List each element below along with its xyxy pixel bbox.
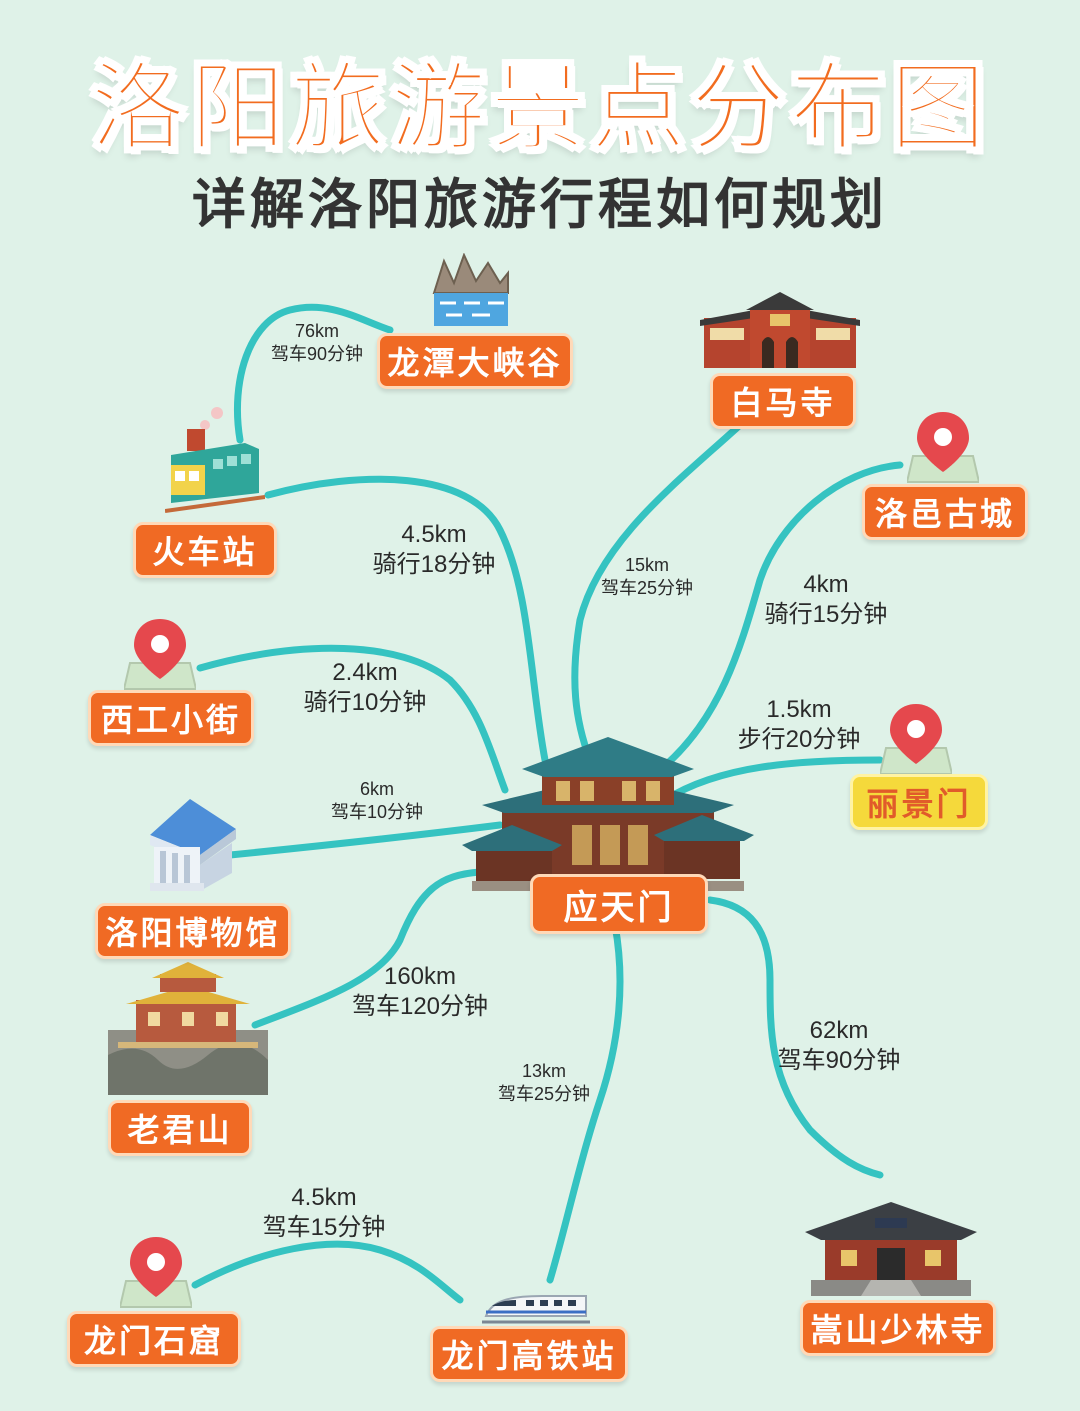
route-line-center-lijing: [661, 756, 884, 804]
place-label-lijing[interactable]: 丽景门: [850, 774, 988, 830]
temple-gate-icon: [700, 292, 860, 368]
canyon-icon: [432, 253, 509, 326]
mountain-pavilion-icon: [108, 962, 268, 1095]
route-line-center-xigong: [196, 644, 509, 794]
museum-icon: [150, 799, 236, 891]
route-line-center-shaolin: [706, 896, 884, 1179]
map-pin-icon: [120, 1237, 192, 1308]
map-pin-icon: [907, 412, 979, 483]
route-line-center-luoyi: [656, 461, 904, 774]
place-label-shaolin[interactable]: 嵩山少林寺: [800, 1300, 996, 1356]
train-icon: [165, 407, 265, 513]
place-label-longmen-station[interactable]: 龙门高铁站: [430, 1326, 628, 1382]
page-title: 洛阳旅游景点分布图: [89, 51, 990, 165]
place-label-luoyi[interactable]: 洛邑古城: [862, 484, 1028, 540]
palace-icon: [462, 737, 754, 891]
route-line-center-longmen-station: [546, 921, 624, 1284]
route-line-center-museum: [226, 821, 504, 859]
map-pin-icon: [124, 619, 196, 690]
place-label-longtan[interactable]: 龙潭大峡谷: [377, 333, 573, 389]
route-line-center-train: [264, 475, 549, 764]
place-label-center[interactable]: 应天门: [530, 874, 708, 934]
shaolin-temple-icon: [805, 1202, 977, 1296]
place-label-xigong[interactable]: 西工小街: [88, 690, 254, 746]
high-speed-train-icon: [482, 1295, 590, 1324]
place-label-train-station[interactable]: 火车站: [133, 522, 277, 578]
place-label-laojun[interactable]: 老君山: [108, 1100, 252, 1156]
route-line-center-baima: [571, 421, 744, 764]
route-line-center-laojun: [251, 868, 484, 1029]
map-pin-icon: [880, 704, 952, 775]
route-line-train-longtan: [233, 303, 394, 444]
route-line-longmen-grotto-station: [191, 1240, 464, 1304]
page-subtitle: 详解洛阳旅游行程如何规划: [192, 173, 888, 236]
place-label-baima[interactable]: 白马寺: [710, 373, 856, 429]
place-label-longmen-grottoes[interactable]: 龙门石窟: [67, 1311, 241, 1367]
place-label-museum[interactable]: 洛阳博物馆: [95, 903, 291, 959]
